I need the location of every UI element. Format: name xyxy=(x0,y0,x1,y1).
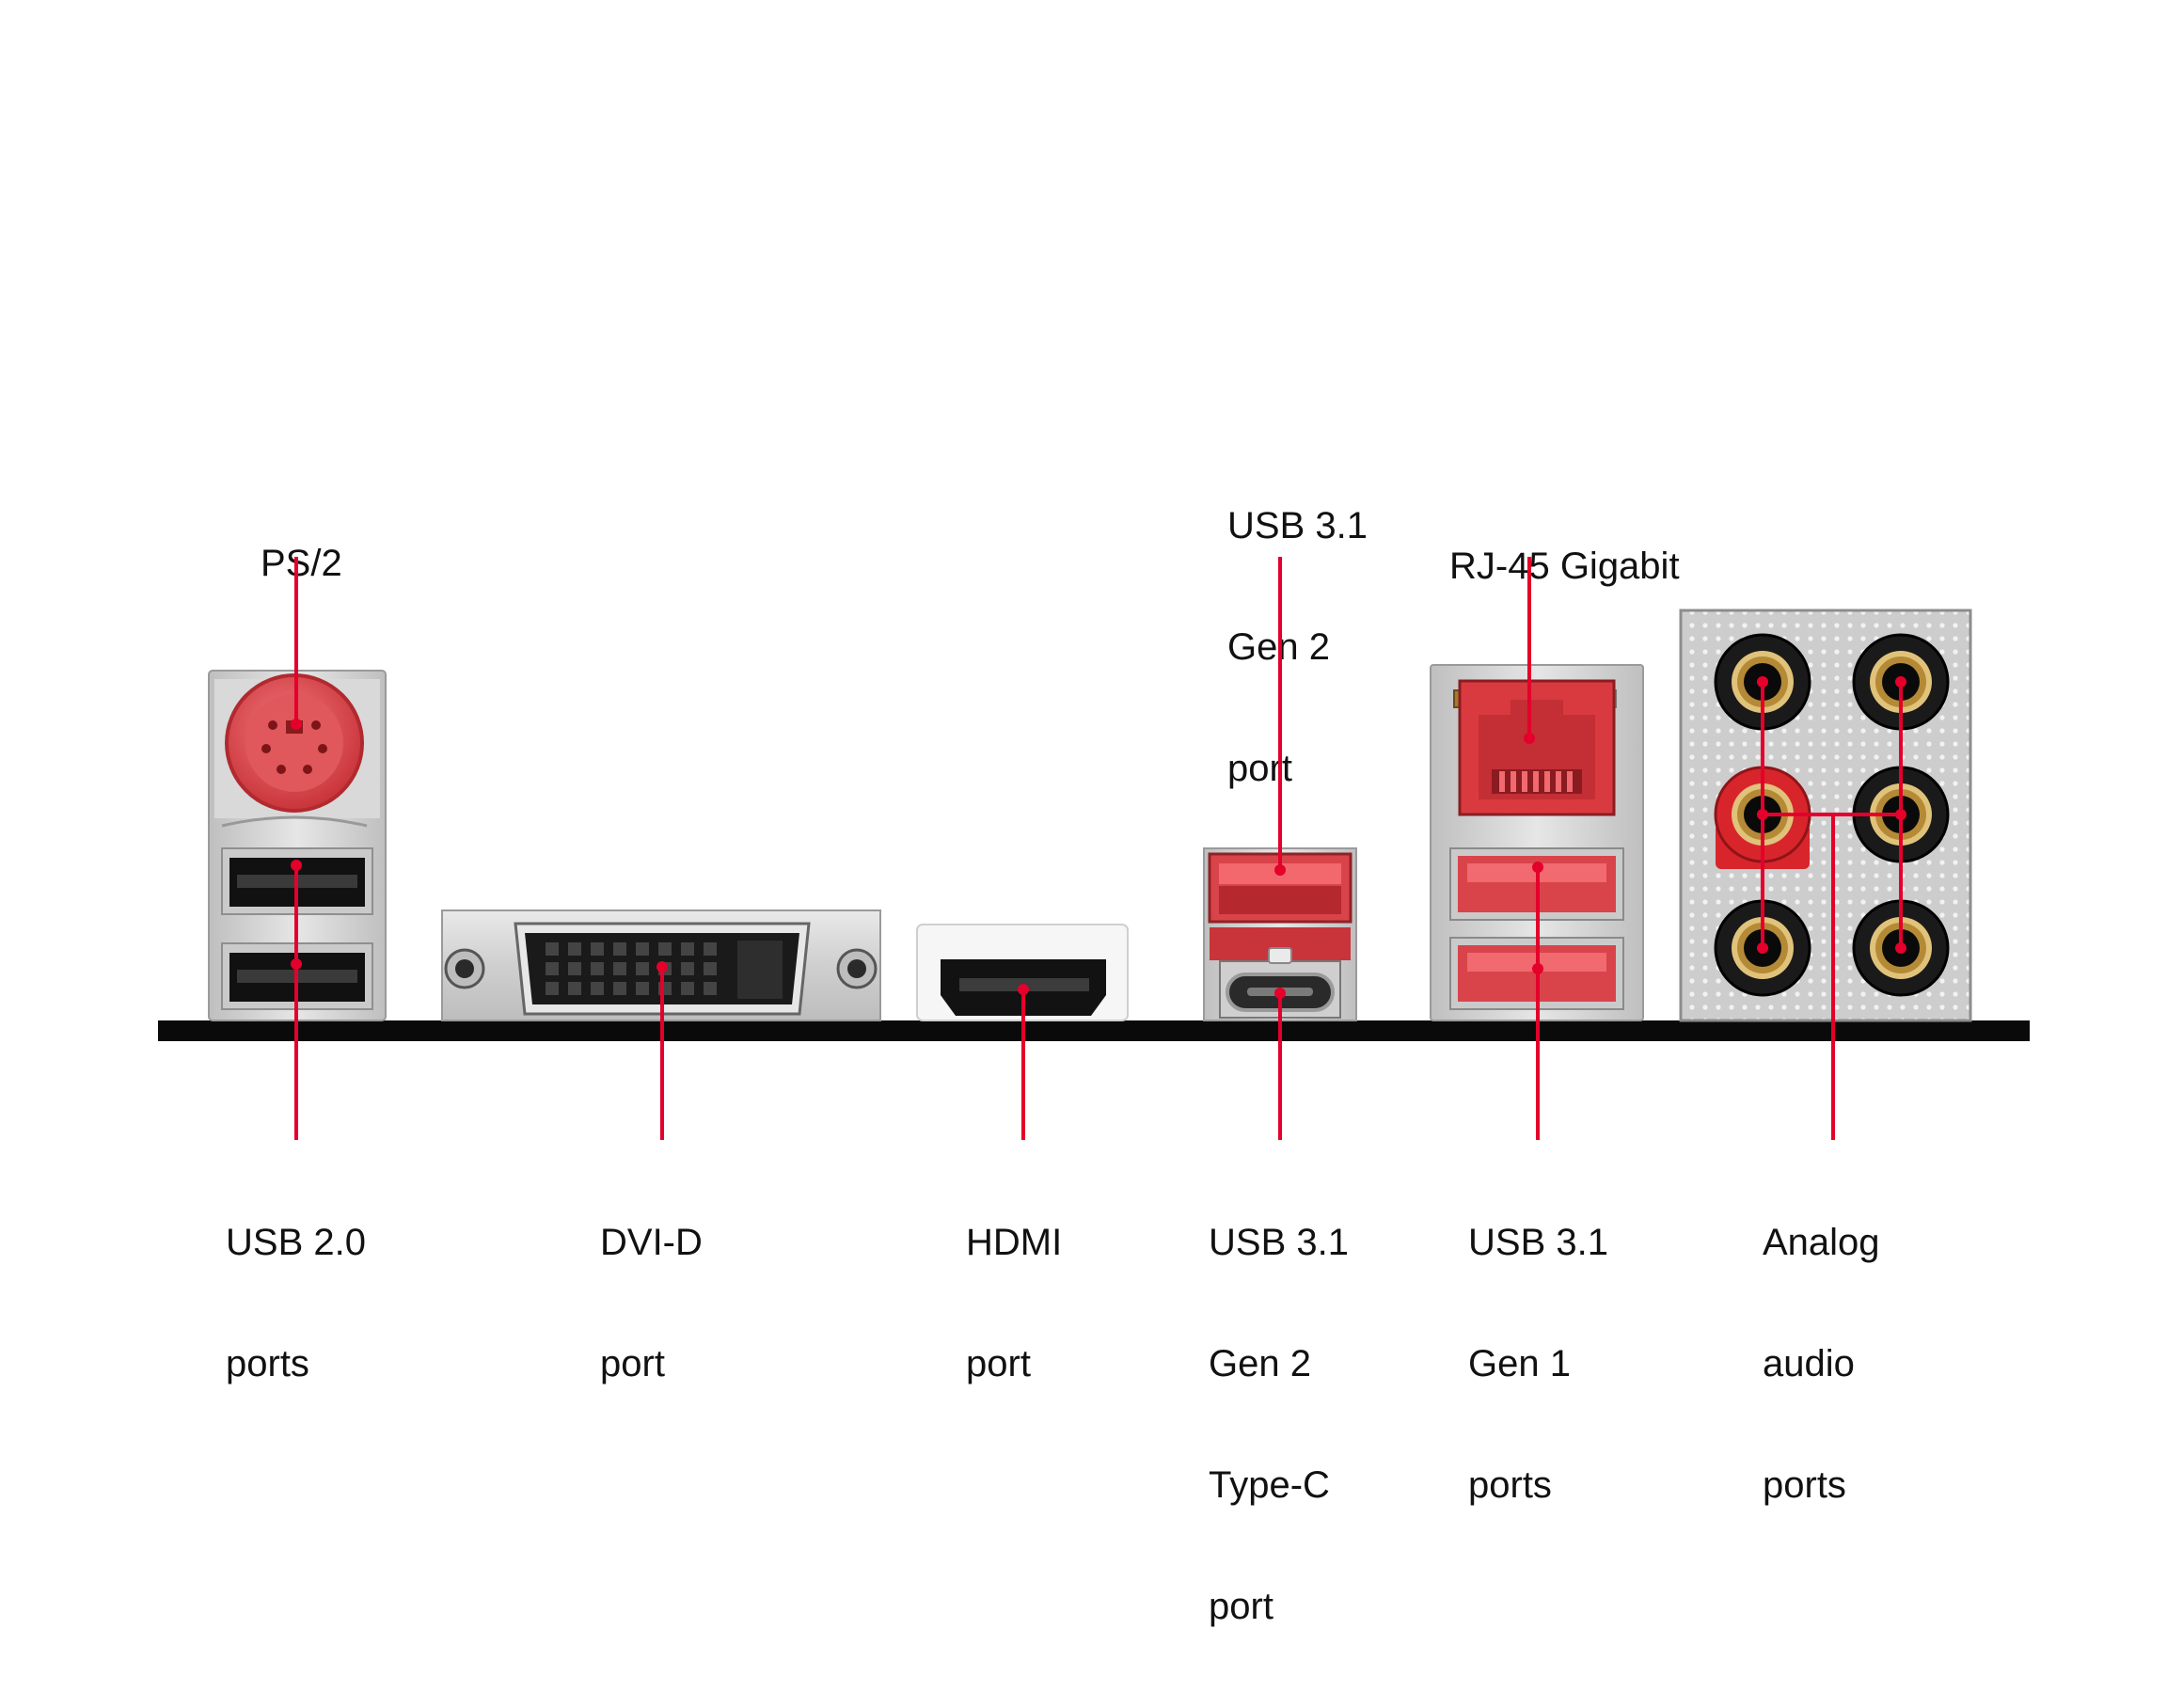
label-line: DVI-D xyxy=(600,1222,703,1263)
dvi-pin xyxy=(681,942,694,956)
label-line: PS/2 xyxy=(261,543,342,584)
label-line: Analog xyxy=(1763,1222,1880,1263)
callout-dot xyxy=(1757,809,1768,820)
callout-dot xyxy=(291,860,302,871)
io-panel-artwork xyxy=(158,557,2030,1140)
label-line: RJ-45 Gigabit xyxy=(1449,546,1680,587)
dvi-pin xyxy=(613,962,626,975)
dvi-pin xyxy=(591,942,604,956)
dvi-pin xyxy=(546,982,559,995)
dvi-pin xyxy=(636,962,649,975)
dvi-pin xyxy=(636,942,649,956)
dvi-pin xyxy=(568,962,581,975)
label-line: Gen 2 xyxy=(1209,1343,1311,1384)
rj45-port[interactable] xyxy=(1458,679,1616,816)
callout-dot xyxy=(1532,862,1543,873)
callout-dot xyxy=(1895,942,1906,954)
callout-dot xyxy=(1532,963,1543,974)
callout-dot xyxy=(656,961,668,973)
label-audio: Analog audio ports xyxy=(1763,1142,1880,1587)
label-line: ports xyxy=(226,1343,309,1384)
label-line: USB 2.0 xyxy=(226,1222,366,1263)
label-usb31-gen2: USB 3.1 Gen 2 port xyxy=(1227,425,1368,870)
motherboard-edge xyxy=(158,1020,2030,1041)
label-usb31-gen1: USB 3.1 Gen 1 ports xyxy=(1468,1142,1608,1587)
dvi-pin xyxy=(636,982,649,995)
label-line: audio xyxy=(1763,1343,1855,1384)
dvi-pin xyxy=(681,962,694,975)
dvi-pin xyxy=(704,982,717,995)
label-line: ports xyxy=(1468,1464,1552,1506)
label-dvid: DVI-D port xyxy=(600,1142,703,1465)
callout-dot xyxy=(1757,942,1768,954)
dvi-pin xyxy=(613,982,626,995)
label-line: port xyxy=(1209,1586,1273,1627)
label-line: Gen 2 xyxy=(1227,626,1330,668)
label-line: ports xyxy=(1763,1464,1846,1506)
dvi-pin xyxy=(568,982,581,995)
callout-dot xyxy=(1274,988,1286,999)
callout-dot xyxy=(1018,984,1029,995)
callout-dot xyxy=(291,719,302,730)
label-line: USB 3.1 xyxy=(1468,1222,1608,1263)
dvi-pin xyxy=(704,942,717,956)
label-line: port xyxy=(600,1343,665,1384)
label-line: HDMI xyxy=(966,1222,1063,1263)
label-line: Gen 1 xyxy=(1468,1343,1571,1384)
dvi-pin xyxy=(546,942,559,956)
dvi-pin xyxy=(591,962,604,975)
callout-lines xyxy=(294,557,1903,1140)
label-usb20: USB 2.0 ports xyxy=(226,1142,366,1465)
callout-dot xyxy=(291,958,302,970)
dvi-pin xyxy=(658,942,672,956)
dvi-blade-area xyxy=(737,941,783,999)
callout-dot xyxy=(1895,676,1906,688)
dvi-pin xyxy=(704,962,717,975)
dvi-pin xyxy=(546,962,559,975)
dvi-pin xyxy=(568,942,581,956)
callout-dot xyxy=(1524,733,1535,744)
callout-dot xyxy=(1757,676,1768,688)
callout-dot xyxy=(1274,864,1286,876)
dvi-pin xyxy=(591,982,604,995)
dvi-pin xyxy=(681,982,694,995)
callout-dots xyxy=(291,676,1906,999)
label-usb31-gen2-typec: USB 3.1 Gen 2 Type-C port xyxy=(1209,1142,1349,1708)
audio-jacks xyxy=(1714,633,1950,997)
label-line: USB 3.1 xyxy=(1209,1222,1349,1263)
label-line: USB 3.1 xyxy=(1227,505,1368,546)
callout-dot xyxy=(1895,809,1906,820)
label-line: port xyxy=(966,1343,1031,1384)
dvi-pin xyxy=(613,942,626,956)
io-panel-diagram: PS/2 port USB 3.1 Gen 2 port RJ-45 Gigab… xyxy=(158,425,2030,1627)
label-hdmi: HDMI port xyxy=(966,1142,1062,1465)
label-line: Type-C xyxy=(1209,1464,1330,1506)
